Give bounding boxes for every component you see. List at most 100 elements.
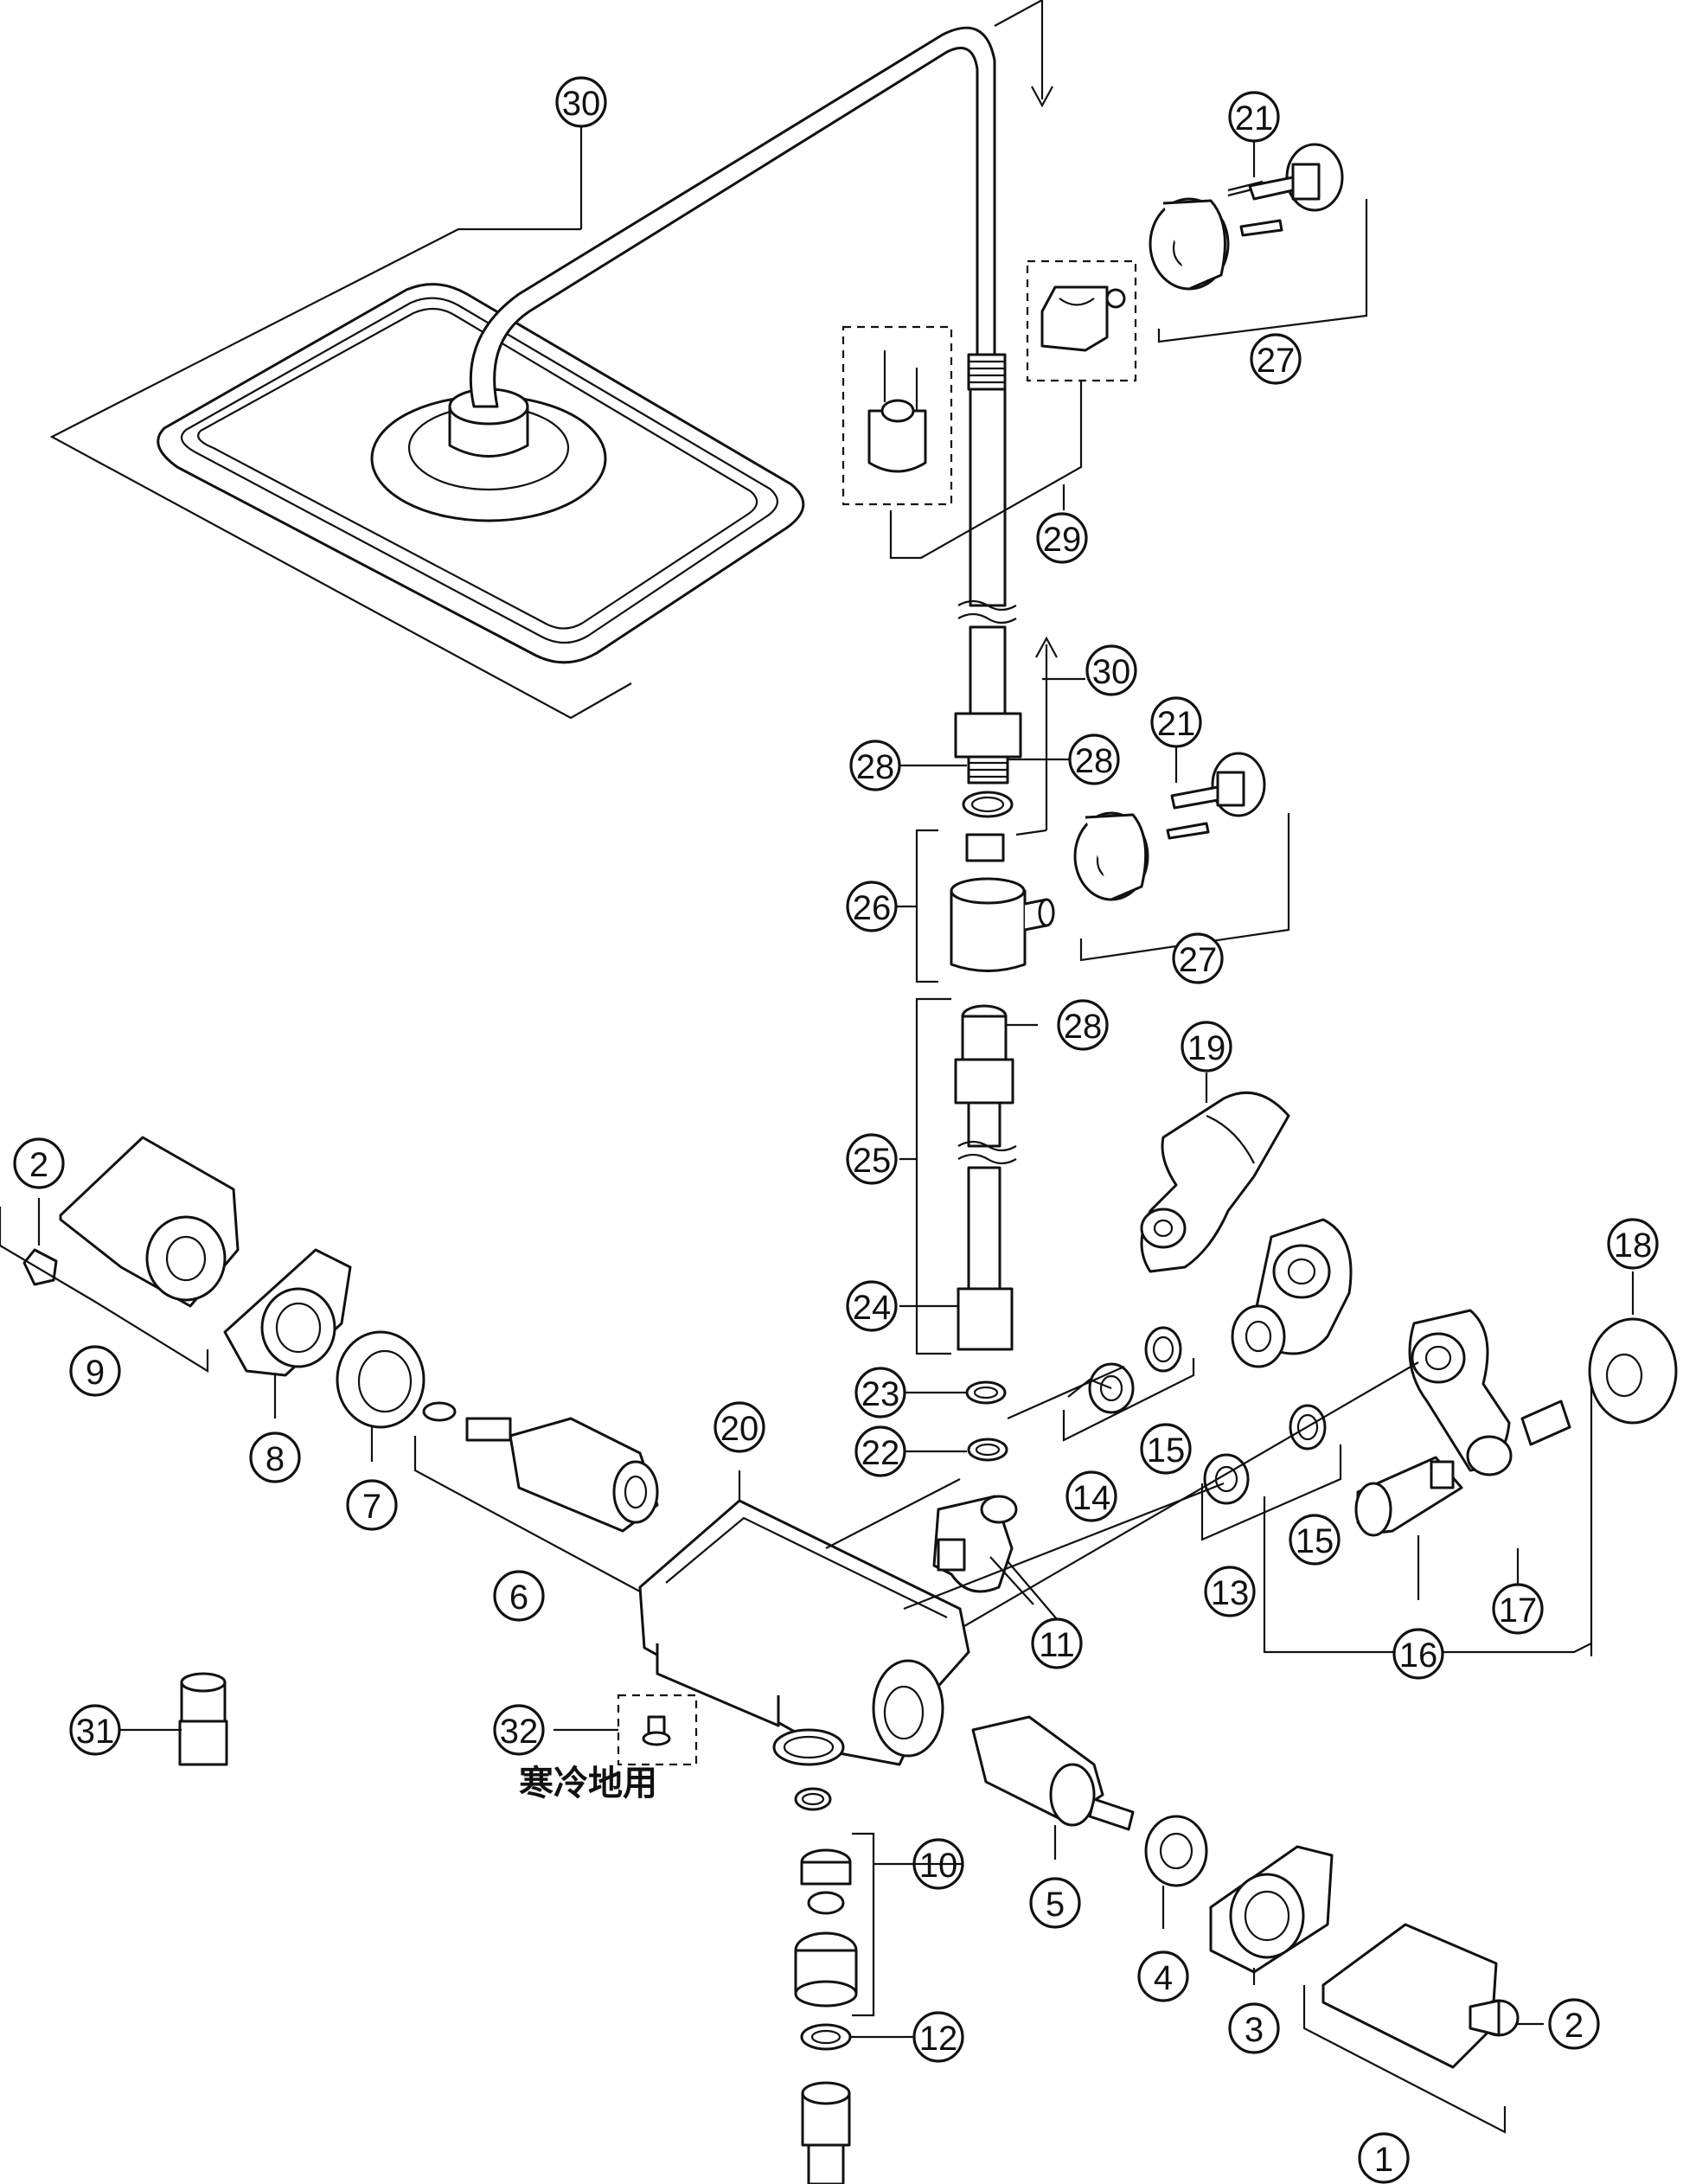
- label-bubble: 31: [69, 1704, 121, 1756]
- bottom-fittings-10-12: [772, 1728, 875, 2184]
- label-bubble: 4: [1137, 1950, 1189, 2002]
- label-bubble: 11: [1031, 1617, 1083, 1669]
- joint-area-26-28: [915, 636, 1085, 983]
- thermostat-cartridge-5: [971, 1715, 1135, 1860]
- label-bubble: 26: [846, 881, 898, 932]
- handle-9: [0, 1136, 240, 1373]
- handle-1: [1302, 1923, 1544, 2134]
- part-number-label: 27: [1179, 941, 1218, 979]
- label-bubble: 30: [1085, 644, 1137, 696]
- clamp-set-29: [842, 259, 1137, 560]
- elbow-fittings: [932, 1218, 1571, 1593]
- part-number-label: 4: [1154, 1959, 1173, 1997]
- label-bubble: 25: [846, 1133, 898, 1185]
- part-number-label: 16: [1399, 1636, 1438, 1675]
- label-bubble: 1: [1358, 2132, 1410, 2184]
- label-bubble: 27: [1172, 932, 1224, 984]
- label-bubble: 5: [1029, 1877, 1081, 1929]
- wall-bracket-27-mid: [1073, 752, 1290, 962]
- wall-cap-18: [1588, 1271, 1678, 1425]
- part-number-label: 2: [1565, 2007, 1584, 2045]
- riser-pipe: [954, 353, 1022, 785]
- part-number-label: 20: [720, 1410, 759, 1448]
- part-number-label: 8: [266, 1440, 285, 1478]
- part-number-label: 28: [856, 748, 895, 786]
- label-bubble: 22: [854, 1425, 906, 1477]
- part-number-label: 3: [1245, 2011, 1264, 2049]
- part-number-label: 2: [29, 1146, 48, 1184]
- part-number-label: 11: [1039, 1626, 1075, 1664]
- label-bubble: 21: [1228, 91, 1280, 143]
- label-bubble: 9: [69, 1345, 121, 1397]
- lower-pipe-25: [899, 997, 1038, 1355]
- ring-7: [336, 1330, 426, 1462]
- label-bubble: 23: [854, 1367, 906, 1419]
- part-number-label: 1: [1374, 2141, 1393, 2179]
- part-number-label: 12: [919, 2020, 958, 2058]
- part-number-label: 5: [1046, 1886, 1065, 1924]
- part-number-label: 10: [919, 1847, 958, 1885]
- overhead-shower-assembly: [49, 0, 1053, 720]
- drain-plug-32: [554, 1694, 698, 1766]
- part-number-label: 28: [1064, 1008, 1103, 1046]
- part-number-label: 21: [1157, 705, 1196, 743]
- handle-base-3: [1209, 1845, 1334, 1985]
- part-31: [178, 1672, 228, 1766]
- part-number-label: 18: [1614, 1226, 1653, 1265]
- part-number-label: 28: [1075, 742, 1114, 780]
- part-number-label: 15: [1296, 1522, 1334, 1560]
- wall-bracket-27-top: [1149, 143, 1368, 343]
- label-bubble: 13: [1204, 1566, 1256, 1617]
- label-bubble: 7: [346, 1479, 398, 1531]
- label-bubble: 15: [1289, 1514, 1341, 1566]
- label-bubble: 21: [1150, 696, 1202, 748]
- part-number-label: 30: [562, 85, 601, 123]
- label-bubble: 19: [1181, 1021, 1232, 1073]
- label-bubble: 3: [1228, 2002, 1280, 2054]
- flow-switch-cartridge-6: [413, 1401, 659, 1592]
- thermostatic-body-20: [638, 1470, 970, 1766]
- part-number-label: 19: [1187, 1029, 1226, 1067]
- label-bubble: 2: [1548, 1998, 1600, 2050]
- label-bubble: 8: [249, 1431, 301, 1483]
- part-number-label: 17: [1499, 1592, 1538, 1630]
- label-bubble: 29: [1036, 512, 1088, 564]
- label-bubble: 16: [1392, 1628, 1444, 1680]
- label-bubble: 18: [1607, 1218, 1659, 1270]
- label-bubble: 24: [846, 1280, 898, 1332]
- check-valve-16: [1354, 1456, 1463, 1600]
- part-number-label: 15: [1147, 1431, 1186, 1470]
- label-bubble: 28: [849, 740, 901, 791]
- label-bubble: 17: [1492, 1583, 1544, 1635]
- part-number-label: 26: [853, 889, 892, 927]
- nut-4: [1144, 1815, 1208, 1929]
- part-number-label: 23: [861, 1375, 900, 1413]
- part-number-label: 9: [86, 1354, 105, 1392]
- part-number-label: 6: [509, 1579, 528, 1617]
- washers-strainers: [965, 1326, 1593, 1656]
- part-number-label: 7: [362, 1488, 381, 1526]
- hand-shower-hook-19: [1140, 1073, 1290, 1273]
- part-number-label: 13: [1211, 1574, 1250, 1612]
- part-number-label: 25: [853, 1142, 892, 1180]
- part-number-label: 24: [853, 1289, 892, 1327]
- part-number-label: 31: [76, 1713, 115, 1751]
- part-number-label: 30: [1092, 653, 1131, 691]
- part-number-label: 29: [1043, 521, 1082, 559]
- part-number-label: 27: [1257, 342, 1296, 380]
- label-leaders: [119, 126, 1520, 2039]
- cold-region-note: 寒冷地用: [519, 1764, 657, 1803]
- part-number-label: 21: [1235, 99, 1274, 138]
- part-number-label: 22: [861, 1434, 900, 1472]
- label-bubble: 32: [493, 1704, 545, 1756]
- label-bubble: 6: [493, 1570, 545, 1622]
- label-bubble: 2: [13, 1137, 65, 1189]
- label-bubble: 14: [1065, 1470, 1117, 1522]
- label-bubble: 28: [1057, 999, 1109, 1051]
- label-bubble: 15: [1140, 1423, 1192, 1475]
- label-bubble: 20: [714, 1401, 765, 1453]
- part-number-label: 14: [1072, 1479, 1111, 1517]
- label-bubble: 12: [912, 2011, 964, 2063]
- label-bubble: 28: [1068, 733, 1120, 785]
